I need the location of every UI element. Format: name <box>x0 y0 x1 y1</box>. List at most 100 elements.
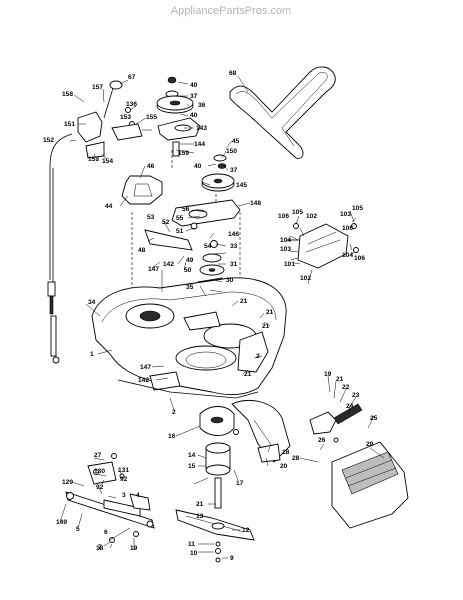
callout-label: 12 <box>242 527 250 534</box>
callout-label: 5 <box>76 526 80 533</box>
callout-label: 143 <box>196 125 207 132</box>
callout-label: 18 <box>96 545 104 552</box>
callout-label: 155 <box>146 114 157 121</box>
callout-label: 21 <box>240 298 248 305</box>
callout-label: 37 <box>230 167 238 174</box>
callout-label: 31 <box>230 261 238 268</box>
callout-label: 46 <box>147 163 155 170</box>
callout-label: 154 <box>102 158 113 165</box>
callout-label: 19 <box>324 371 332 378</box>
watermark: AppliancePartsPros.com <box>171 5 291 17</box>
callout-label: 54 <box>204 243 212 250</box>
callout-label: 21 <box>244 371 252 378</box>
callout-label: 16 <box>168 433 176 440</box>
callout-label: 21 <box>336 376 344 383</box>
callout-label: 142 <box>138 377 149 384</box>
callout-label: 101 <box>284 261 295 268</box>
callout-label: 147 <box>148 266 159 273</box>
callout-label: 92 <box>120 476 128 483</box>
callout-label: 52 <box>162 219 170 226</box>
callout-label: 151 <box>64 121 75 128</box>
callout-label: 53 <box>147 214 155 221</box>
callout-label: 2 <box>256 353 260 360</box>
callout-label: 68 <box>229 70 237 77</box>
callout-label: 152 <box>43 137 54 144</box>
callout-label: 67 <box>128 74 136 81</box>
callout-label: 136 <box>126 101 137 108</box>
callout-label: 56 <box>182 206 190 213</box>
callout-label: 33 <box>230 243 238 250</box>
mower-blade <box>175 509 255 563</box>
callout-label: 9 <box>230 555 234 562</box>
callout-label: 35 <box>186 284 194 291</box>
callout-label: 29 <box>366 441 374 448</box>
callout-label: 106 <box>354 255 365 262</box>
alignment-lines <box>131 150 241 300</box>
callout-label: 104 <box>280 237 291 244</box>
callout-label: 26 <box>318 437 326 444</box>
callout-label: 144 <box>194 141 205 148</box>
callout-label: 4 <box>136 492 140 499</box>
callout-label: 159 <box>178 150 189 157</box>
top-pulley-stack <box>156 76 201 157</box>
callout-label: 142 <box>163 261 174 268</box>
callout-label: 19 <box>130 545 138 552</box>
callout-label: 11 <box>188 541 195 548</box>
callout-label: 103 <box>340 211 351 218</box>
callout-label: 105 <box>292 209 303 216</box>
callout-label: 102 <box>306 213 317 220</box>
callout-label: 106 <box>342 225 353 232</box>
callout-label: 18 <box>282 449 290 456</box>
callout-label: 50 <box>184 267 192 274</box>
callout-label: 21 <box>266 309 274 316</box>
callout-label: 34 <box>88 299 96 306</box>
callout-label: 28 <box>292 455 300 462</box>
callout-label: 40 <box>194 163 202 170</box>
blade-guard-assembly <box>286 223 359 269</box>
callout-label: 3 <box>122 492 126 499</box>
callout-label: 20 <box>280 463 288 470</box>
mower-deck <box>91 277 287 399</box>
lift-link-assembly <box>65 453 155 543</box>
callout-label: 146 <box>228 231 239 238</box>
control-cable <box>47 133 73 364</box>
callout-label: 23 <box>352 392 360 399</box>
callout-label: 7 <box>98 544 102 551</box>
callout-label: 51 <box>176 228 184 235</box>
callout-label: 104 <box>342 252 353 259</box>
idler-pulley <box>201 154 235 192</box>
callout-label: 21 <box>196 501 204 508</box>
drive-belt <box>229 66 336 159</box>
callout-label: 24 <box>346 403 354 410</box>
callout-label: 102 <box>300 275 311 282</box>
callout-label: 37 <box>190 93 198 100</box>
lift-lever-assembly <box>77 80 143 159</box>
callout-label: 17 <box>236 480 244 487</box>
callout-label: 157 <box>92 84 103 91</box>
callout-label: 49 <box>186 257 194 264</box>
callout-label: 150 <box>226 148 237 155</box>
callout-label: 13 <box>196 513 204 520</box>
callout-label: 27 <box>94 452 102 459</box>
callout-labels: 68 67 157 158 151 136 153 155 152 153 15… <box>43 70 378 562</box>
callout-label: 153 <box>120 114 131 121</box>
callout-label: 40 <box>190 82 198 89</box>
callout-label: 10 <box>190 550 198 557</box>
callout-label: 6 <box>104 529 108 536</box>
belt-guard <box>121 175 163 205</box>
callout-label: 36 <box>198 102 206 109</box>
callout-label: 145 <box>236 182 247 189</box>
callout-label: 1 <box>90 351 94 358</box>
callout-label: 2 <box>172 409 176 416</box>
callout-label: 40 <box>190 112 198 119</box>
callout-label: 30 <box>226 277 234 284</box>
callout-label: 105 <box>352 205 363 212</box>
callout-label: 131 <box>118 467 129 474</box>
callout-label: 92 <box>96 484 104 491</box>
callout-label: 22 <box>342 384 350 391</box>
callout-label: 55 <box>176 215 184 222</box>
callout-label: 153 <box>88 156 99 163</box>
callout-label: 15 <box>188 463 196 470</box>
callout-label: 158 <box>62 91 73 98</box>
